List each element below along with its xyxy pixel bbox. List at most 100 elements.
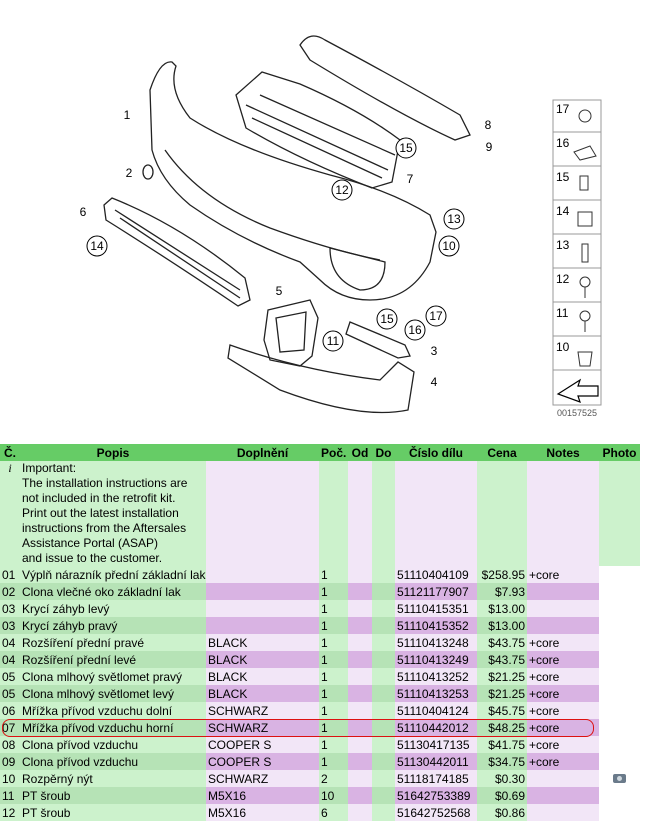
cell-qty: 1: [319, 685, 348, 702]
cell-desc: Clona mlhový světlomet levý: [20, 685, 206, 702]
cell-photo: [599, 719, 640, 736]
cell-to: [372, 668, 395, 685]
cell-no: 06: [0, 702, 20, 719]
cell-notes: +core: [527, 566, 599, 583]
cell-no: 04: [0, 651, 20, 668]
cell-price: $43.75: [477, 634, 527, 651]
cell-price: $21.25: [477, 685, 527, 702]
cell-from: [348, 787, 372, 804]
cell-to: [372, 566, 395, 583]
legend-12: 12: [556, 272, 570, 286]
cell-photo: [599, 736, 640, 753]
cell-qty: 1: [319, 719, 348, 736]
cell-photo: [599, 668, 640, 685]
callout-6: 6: [80, 205, 87, 219]
cell-notes: +core: [527, 651, 599, 668]
callout-10: 10: [442, 239, 456, 253]
cell-photo: [599, 634, 640, 651]
cell-to: [372, 583, 395, 600]
cell-notes: +core: [527, 668, 599, 685]
diagram-drawing: 1 2 3 4 5 6 7 8 9 10 11 12 13 14 15 15 1…: [80, 35, 602, 418]
cell-qty: 1: [319, 617, 348, 634]
cell-to: [372, 685, 395, 702]
cell-price: $0.86: [477, 804, 527, 821]
legend-11: 11: [556, 306, 569, 320]
cell-to: [372, 600, 395, 617]
cell-no: 10: [0, 770, 20, 787]
col-extra-header: Doplnění: [206, 444, 319, 461]
cell-from: [348, 583, 372, 600]
callout-15a: 15: [399, 141, 413, 155]
cell-partno: 51110404109: [395, 566, 477, 583]
col-photo-header: Photo: [599, 444, 640, 461]
cell-extra: [206, 600, 319, 617]
cell-photo: [599, 685, 640, 702]
cell-extra: BLACK: [206, 651, 319, 668]
cell-price: $45.75: [477, 702, 527, 719]
col-partno-header: Číslo dílu: [395, 444, 477, 461]
cell-no: 09: [0, 753, 20, 770]
cell-notes: +core: [527, 719, 599, 736]
col-no-header: Č.: [0, 444, 20, 461]
cell-notes: +core: [527, 685, 599, 702]
cell-price: $41.75: [477, 736, 527, 753]
cell-photo: [599, 651, 640, 668]
cell-qty: 1: [319, 753, 348, 770]
fastener-legend: 17 16 15 14 13 12 11 10 00157525: [552, 99, 602, 418]
info-text: Important: The installation instructions…: [22, 461, 188, 565]
cell-partno: 51118174185: [395, 770, 477, 787]
cell-photo: [599, 617, 640, 634]
cell-notes: [527, 617, 599, 634]
camera-icon[interactable]: [613, 773, 626, 783]
cell-desc: Clona vlečné oko základní lak: [20, 583, 206, 600]
cell-notes: [527, 804, 599, 821]
cell-extra: [206, 617, 319, 634]
cell-qty: 1: [319, 702, 348, 719]
diagram-code: 00157525: [557, 408, 597, 418]
cell-desc: Mřížka přívod vzduchu dolní: [20, 702, 206, 719]
callout-14: 14: [90, 239, 104, 253]
callout-1: 1: [124, 108, 131, 122]
cell-from: [348, 753, 372, 770]
cell-to: [372, 719, 395, 736]
cell-extra: [206, 566, 319, 583]
cell-qty: 2: [319, 770, 348, 787]
cell-partno: 51110415352: [395, 617, 477, 634]
cell-partno: 51110442012: [395, 719, 477, 736]
cell-to: [372, 753, 395, 770]
lower-trim-shape: [227, 344, 415, 414]
cell-qty: 1: [319, 600, 348, 617]
cell-notes: +core: [527, 753, 599, 770]
cell-extra: [206, 583, 319, 600]
cell-from: [348, 634, 372, 651]
cell-extra: SCHWARZ: [206, 770, 319, 787]
exploded-parts-diagram: 1 2 3 4 5 6 7 8 9 10 11 12 13 14 15 15 1…: [80, 35, 602, 418]
cell-price: $13.00: [477, 600, 527, 617]
cell-to: [372, 702, 395, 719]
cell-to: [372, 787, 395, 804]
upper-grille-shape: [235, 71, 401, 189]
callout-7: 7: [407, 172, 414, 186]
cell-from: [348, 668, 372, 685]
cell-partno: 51110413253: [395, 685, 477, 702]
col-from-header: Od: [348, 444, 372, 461]
cell-no: 03: [0, 600, 20, 617]
cell-price: $48.25: [477, 719, 527, 736]
cell-desc: Krycí záhyb pravý: [20, 617, 206, 634]
cell-partno: 51642753389: [395, 787, 477, 804]
